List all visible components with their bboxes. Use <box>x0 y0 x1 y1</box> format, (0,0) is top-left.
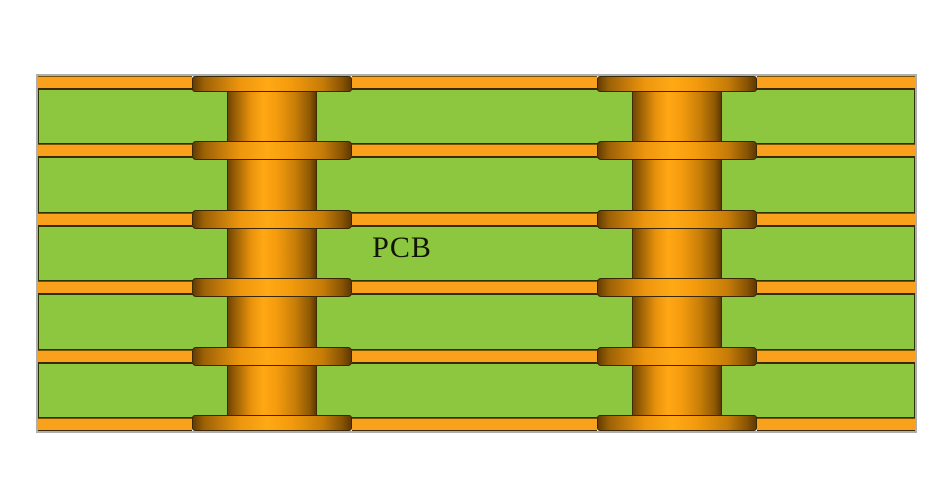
via-2-pad <box>597 278 757 297</box>
copper-trace <box>757 418 915 431</box>
via-2-pad <box>597 76 757 92</box>
copper-trace <box>757 144 915 157</box>
via-1-pad <box>192 76 352 92</box>
copper-trace <box>38 350 192 363</box>
dielectric-layer <box>38 157 915 213</box>
via-2-pad <box>597 415 757 431</box>
dielectric-layer <box>38 226 915 281</box>
pcb-label: PCB <box>372 231 432 264</box>
dielectric-layer <box>38 363 915 418</box>
copper-trace <box>38 281 192 294</box>
copper-trace <box>352 281 597 294</box>
copper-trace <box>38 418 192 431</box>
pcb-board: PCB <box>36 74 917 433</box>
copper-trace <box>352 418 597 431</box>
via-2-pad <box>597 210 757 229</box>
dielectric-layer <box>38 294 915 350</box>
via-1-pad <box>192 141 352 160</box>
copper-trace <box>757 281 915 294</box>
copper-trace <box>352 350 597 363</box>
dielectric-layer <box>38 89 915 144</box>
copper-trace <box>38 213 192 226</box>
copper-trace <box>757 76 915 89</box>
copper-trace <box>352 76 597 89</box>
copper-trace <box>352 213 597 226</box>
via-1-pad <box>192 278 352 297</box>
via-1-pad <box>192 347 352 366</box>
via-1-pad <box>192 415 352 431</box>
copper-trace <box>352 144 597 157</box>
copper-trace <box>38 76 192 89</box>
copper-trace <box>757 213 915 226</box>
copper-trace <box>757 350 915 363</box>
via-1-barrel <box>227 89 317 418</box>
copper-trace <box>38 144 192 157</box>
via-2-pad <box>597 141 757 160</box>
via-2-pad <box>597 347 757 366</box>
via-2-barrel <box>632 89 722 418</box>
via-1-pad <box>192 210 352 229</box>
